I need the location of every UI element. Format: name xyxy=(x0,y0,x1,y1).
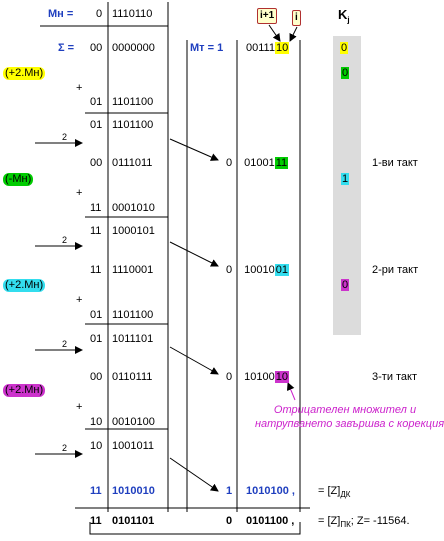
tact-label-2: 2-ри такт xyxy=(372,264,419,276)
mt-label: Мт = 1 xyxy=(190,42,224,54)
row-value: 0001010 xyxy=(112,202,155,214)
tag-i: i xyxy=(292,10,301,26)
result-dk-value: 1010010 xyxy=(112,485,155,497)
op-plus2mn-3: (+2.Мн) xyxy=(3,384,46,397)
k-value-1: 0 xyxy=(341,67,350,79)
row-value: 0111011 xyxy=(112,157,153,169)
row-value: 0110111 xyxy=(112,371,153,383)
result-dk-label: = [Z]ДК xyxy=(318,485,351,500)
row-value: 1101100 xyxy=(112,96,154,108)
op-plus2mn-1: (+2.Мн) xyxy=(3,67,46,80)
row-value: 1110001 xyxy=(112,264,154,276)
plus-sign-2: + xyxy=(76,187,83,199)
result-pk-mt-value: 0101100 , xyxy=(246,515,295,527)
shift-label-3: 2 xyxy=(62,339,68,349)
result-dk-mt-value: 1010100 , xyxy=(246,485,295,497)
row-value: 0010100 xyxy=(112,416,155,428)
op-minusmn: (-Мн) xyxy=(3,173,34,186)
result-pk-label: = [Z]ПК; Z= -11564. xyxy=(318,515,410,530)
shift-label-4: 2 xyxy=(62,443,68,453)
correction-note: Отрицателен множител и натрупването завъ… xyxy=(255,404,444,430)
plus-sign-3: + xyxy=(76,294,83,306)
pointer-i1 xyxy=(268,24,281,42)
shift-label-2: 2 xyxy=(62,235,68,245)
row-sign: 01 xyxy=(90,119,103,131)
diag-arrow-2 xyxy=(169,241,219,267)
diag-arrow-3 xyxy=(169,346,219,375)
mt-value-b: 10 xyxy=(274,42,290,54)
row-sign: 10 xyxy=(90,440,103,452)
diag-arrow-1 xyxy=(169,138,219,161)
mt-value-a: 00111 xyxy=(246,42,275,54)
row-value: 1000101 xyxy=(112,225,155,237)
result-pk-value: 0101101 xyxy=(112,515,155,527)
row-sign: 01 xyxy=(90,96,103,108)
row-sign: 11 xyxy=(90,225,102,237)
row-sign: 01 xyxy=(90,333,103,345)
tag-i-plus-1: i+1 xyxy=(257,8,278,24)
sum-value: 0000000 xyxy=(112,42,155,54)
row-sign: 01 xyxy=(90,309,103,321)
note-pointer xyxy=(286,382,296,401)
plus-sign-4: + xyxy=(76,401,83,413)
op-plus2mn-2: (+2.Мн) xyxy=(3,279,46,292)
k-value-3: 0 xyxy=(341,279,350,291)
mn-value: 1110110 xyxy=(112,8,153,20)
row-value: 1101100 xyxy=(112,119,154,131)
bottom-bracket xyxy=(89,522,301,535)
sum-sign: 00 xyxy=(90,42,103,54)
result-pk-sign: 11 xyxy=(90,515,102,527)
row-sign: 10 xyxy=(90,416,103,428)
k-label: Kj xyxy=(338,7,350,25)
mt-label-wrap: Мт = 1 xyxy=(190,42,223,55)
plus-sign-1: + xyxy=(76,82,83,94)
mt-value: 0011110 xyxy=(246,42,290,55)
k0-value: 0 xyxy=(340,42,349,54)
row-value: 1101100 xyxy=(112,309,154,321)
result-dk-mt-sign: 1 xyxy=(226,485,233,497)
tact-label-1: 1-ви такт xyxy=(372,157,418,169)
result-dk-sign: 11 xyxy=(90,485,102,497)
pointer-i xyxy=(289,26,298,42)
sum-label: Σ = xyxy=(58,42,75,54)
row-value: 1001011 xyxy=(112,440,155,452)
row-sign: 11 xyxy=(90,202,102,214)
mn-label: Мн = xyxy=(48,8,74,20)
row-sign: 00 xyxy=(90,157,103,169)
row-sign: 00 xyxy=(90,371,103,383)
shift-label-1: 2 xyxy=(62,132,68,142)
result-pk-mt-sign: 0 xyxy=(226,515,233,527)
k-value-2: 1 xyxy=(341,173,350,185)
row-sign: 11 xyxy=(90,264,102,276)
tact-label-3: 3-ти такт xyxy=(372,371,418,383)
diag-arrow-4 xyxy=(169,457,219,492)
row-value: 1011101 xyxy=(112,333,154,345)
mn-sign: 0 xyxy=(96,8,103,20)
